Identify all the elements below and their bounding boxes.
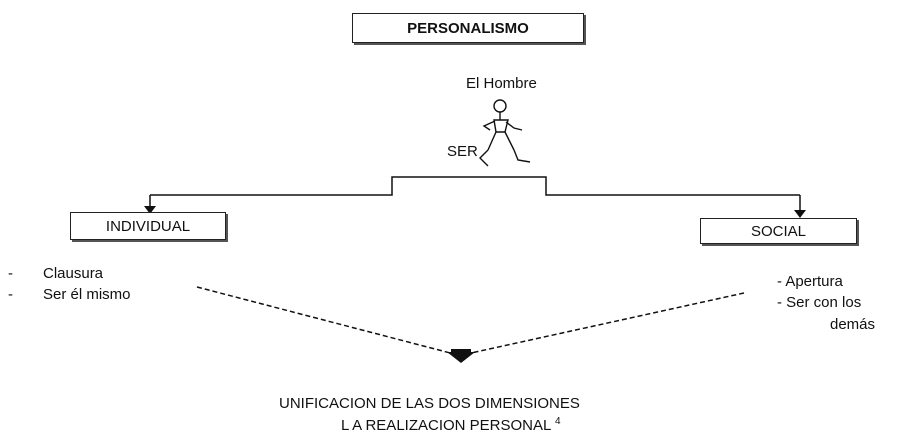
left-item-1: Clausura: [43, 265, 104, 282]
conclusion-line-2-text: L A REALIZACION PERSONAL: [341, 417, 551, 434]
left-item-2-bullet: -: [8, 286, 13, 303]
convergence-arrow: [447, 352, 475, 363]
title-box: PERSONALISMO: [352, 13, 584, 43]
individual-box: INDIVIDUAL: [70, 212, 226, 240]
right-item-1: - Apertura: [777, 273, 843, 290]
right-arrowhead: [794, 210, 806, 218]
social-label: SOCIAL: [750, 223, 807, 240]
left-item-2: Ser él mismo: [43, 286, 131, 303]
human-figure-icon: [479, 99, 531, 167]
left-item-1-bullet: -: [8, 265, 13, 282]
social-box: SOCIAL: [700, 218, 857, 244]
page-title: PERSONALISMO: [407, 20, 529, 37]
right-item-2-cont: demás: [830, 316, 876, 333]
left-arrowhead: [144, 206, 156, 214]
left-dashed-line: [196, 286, 459, 356]
conclusion-line-2: L A REALIZACION PERSONAL 4: [341, 416, 561, 434]
right-item-2: - Ser con los: [777, 294, 862, 311]
figure-label: El Hombre: [466, 75, 537, 92]
right-dashed-line: [461, 292, 745, 356]
connector-line: [150, 176, 800, 196]
individual-label: INDIVIDUAL: [105, 218, 191, 235]
footnote-marker: 4: [554, 416, 561, 427]
conclusion-line-1: UNIFICACION DE LAS DOS DIMENSIONES: [279, 395, 580, 412]
ser-label: SER: [447, 143, 478, 160]
